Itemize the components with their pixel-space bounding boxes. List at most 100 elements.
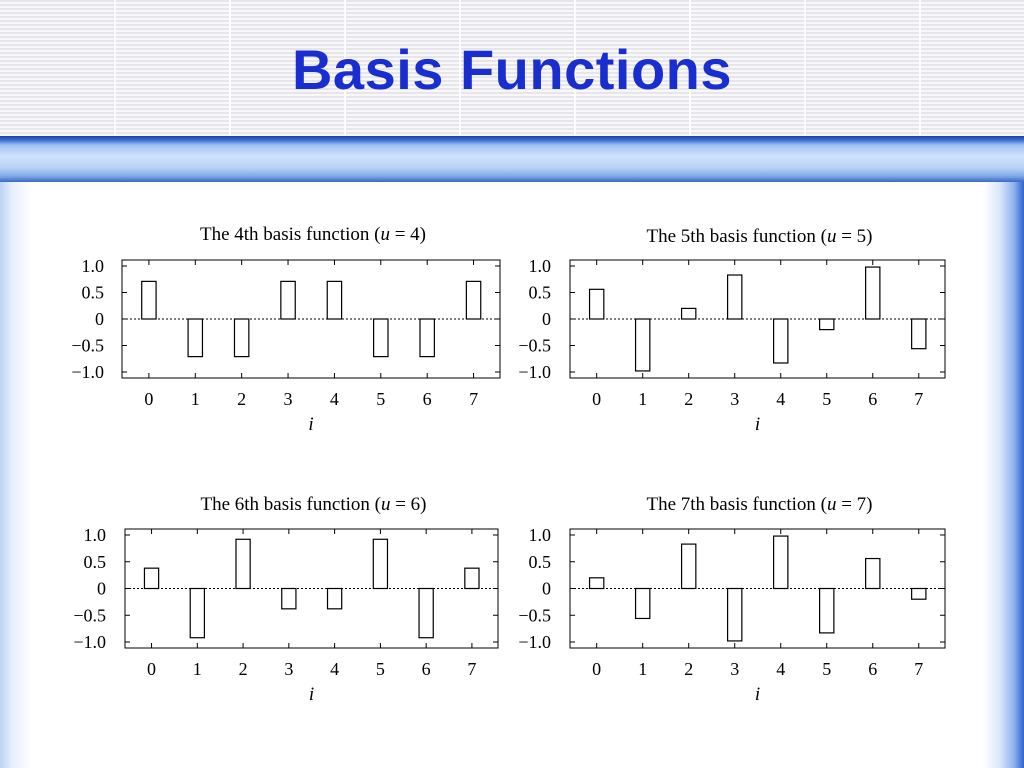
y-tick-label: 1.0 xyxy=(529,525,552,545)
chart-title-suffix: = 6) xyxy=(390,494,426,515)
x-tick-label: 0 xyxy=(144,389,153,409)
header-grid-line xyxy=(804,0,806,136)
y-tick-label: −0.5 xyxy=(71,336,104,356)
chart-title: The 5th basis function (u = 5) xyxy=(646,226,872,247)
header-grid-line xyxy=(689,0,691,136)
chart-title-variable: u xyxy=(827,226,837,247)
bar-0 xyxy=(588,288,605,320)
x-axis-label: i xyxy=(755,684,760,705)
x-tick-label: 7 xyxy=(467,659,476,679)
x-tick-label: 0 xyxy=(147,659,156,679)
header-grid-line xyxy=(919,0,921,136)
bar-2 xyxy=(680,307,697,320)
y-tick-label: −0.5 xyxy=(518,605,551,625)
x-tick-label: 3 xyxy=(284,389,293,409)
y-tick-label: 0 xyxy=(542,579,551,599)
bar-5 xyxy=(819,587,835,634)
x-tick-label: 3 xyxy=(284,659,293,679)
x-tick-label: 4 xyxy=(330,389,339,409)
bar-5 xyxy=(819,318,835,331)
x-tick-label: 1 xyxy=(191,389,200,409)
x-tick-label: 6 xyxy=(422,659,431,679)
header-grid-line xyxy=(114,0,116,136)
y-tick-label: 1.0 xyxy=(82,256,105,276)
x-tick-label: 5 xyxy=(376,389,385,409)
y-tick-label: 1.0 xyxy=(529,256,552,276)
header-grid-line xyxy=(229,0,231,136)
x-tick-label: 2 xyxy=(239,659,248,679)
bar-0 xyxy=(588,577,605,590)
x-tick-label: 4 xyxy=(330,659,339,679)
x-tick-label: 0 xyxy=(592,389,601,409)
chart-title-suffix: = 7) xyxy=(836,494,872,515)
y-tick-label: 0 xyxy=(97,579,106,599)
x-tick-label: 3 xyxy=(730,389,739,409)
bar-6 xyxy=(865,557,881,590)
x-tick-label: 7 xyxy=(914,659,923,679)
x-tick-label: 5 xyxy=(822,659,831,679)
bar-6 xyxy=(865,266,881,320)
bar-3 xyxy=(726,587,743,642)
header-blue-band xyxy=(0,136,1024,182)
x-tick-label: 0 xyxy=(592,659,601,679)
x-tick-label: 2 xyxy=(684,389,693,409)
bar-1 xyxy=(189,587,206,639)
chart-title-prefix: The 4th basis function ( xyxy=(200,224,380,245)
header-grid-line xyxy=(574,0,576,136)
bar-5 xyxy=(372,538,389,590)
x-tick-label: 5 xyxy=(822,389,831,409)
y-tick-label: −0.5 xyxy=(518,336,551,356)
slide-header-background xyxy=(0,0,1024,136)
bar-4 xyxy=(773,535,789,590)
y-tick-label: 1.0 xyxy=(84,525,107,545)
bar-4 xyxy=(326,587,343,610)
bar-6 xyxy=(419,318,435,358)
chart-1: 1.0 0.5 0 −0.5 −1.0 0 1 2 3 4 5 6 7 i The 4th basis fu… xyxy=(71,224,501,435)
chart-title-prefix: The 6th basis function ( xyxy=(200,494,380,515)
bar-3 xyxy=(280,280,296,320)
bar-7 xyxy=(911,587,927,600)
bar-7 xyxy=(464,567,480,590)
x-tick-label: 3 xyxy=(730,659,739,679)
x-tick-label: 7 xyxy=(914,389,923,409)
chart-title-prefix: The 5th basis function ( xyxy=(646,226,826,247)
right-edge-gradient xyxy=(984,182,1024,768)
chart-title: The 7th basis function (u = 7) xyxy=(646,494,872,515)
y-tick-label: −1.0 xyxy=(73,632,106,652)
x-axis-label: i xyxy=(308,414,313,435)
y-tick-label: 0 xyxy=(542,309,551,329)
x-tick-label: 6 xyxy=(423,389,432,409)
x-tick-label: 1 xyxy=(638,659,647,679)
bar-4 xyxy=(773,318,789,364)
bar-4 xyxy=(326,280,343,320)
bar-2 xyxy=(235,538,251,590)
header-grid-line xyxy=(344,0,346,136)
y-tick-label: 0.5 xyxy=(529,552,552,572)
chart-title-variable: u xyxy=(380,224,390,245)
bar-1 xyxy=(187,318,204,358)
y-tick-label: 0.5 xyxy=(82,283,105,303)
bar-1 xyxy=(634,318,651,372)
x-tick-label: 1 xyxy=(638,389,647,409)
bar-5 xyxy=(373,318,389,358)
bar-1 xyxy=(634,587,651,620)
chart-title: The 4th basis function (u = 4) xyxy=(200,224,426,245)
chart-title-suffix: = 4) xyxy=(390,224,426,245)
y-tick-label: −1.0 xyxy=(518,632,551,652)
bar-0 xyxy=(141,280,157,320)
x-tick-label: 1 xyxy=(193,659,202,679)
y-tick-label: −1.0 xyxy=(71,362,104,382)
x-tick-label: 5 xyxy=(376,659,385,679)
left-edge-gradient xyxy=(0,182,32,768)
chart-title: The 6th basis function (u = 6) xyxy=(200,494,426,515)
x-tick-label: 2 xyxy=(237,389,246,409)
x-tick-label: 6 xyxy=(868,659,877,679)
bar-2 xyxy=(680,543,697,590)
y-tick-label: 0 xyxy=(95,309,104,329)
x-tick-label: 7 xyxy=(469,389,478,409)
slide-title: Basis Functions xyxy=(291,38,733,101)
bar-7 xyxy=(911,318,927,350)
